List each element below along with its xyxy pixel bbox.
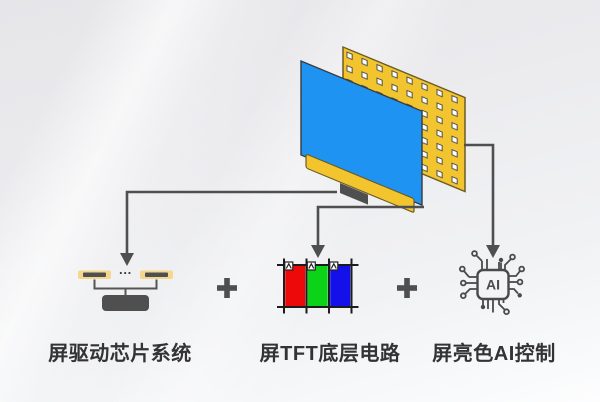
plus-icon (397, 278, 417, 298)
rgb-subpixel-icon (277, 258, 359, 314)
label-ai-control: 屏亮色AI控制 (432, 343, 556, 365)
tft-transistor-mark (284, 261, 294, 271)
ai-chip-body (476, 268, 510, 301)
driver-chip-icon: ··· (78, 266, 173, 311)
down-arrow-icon (311, 245, 325, 258)
plus-icon (217, 278, 237, 298)
down-arrow-icon (120, 253, 134, 266)
subpixel-red (285, 266, 306, 306)
ai-chip-icon: AI (458, 250, 525, 316)
tft-transistor-mark (306, 261, 316, 271)
connector-line-driver (125, 190, 337, 254)
driver-chip-right-die (145, 272, 168, 277)
tft-transistor-mark (329, 261, 339, 271)
driver-bracket-lines (93, 279, 158, 290)
label-driver-system: 屏驱动芯片系统 (48, 343, 192, 365)
driver-chip-left-die (83, 272, 106, 277)
ai-chip-label: AI (486, 277, 500, 293)
down-arrow-icon (486, 245, 500, 258)
subpixel-green (307, 266, 328, 306)
connector-line-ai (464, 143, 495, 246)
tv-stand-group (340, 183, 368, 205)
driver-controller-block (102, 295, 149, 311)
label-tft-circuit: 屏TFT底层电路 (259, 343, 401, 365)
subpixel-blue (330, 266, 351, 306)
connector-line-tft (316, 205, 424, 246)
driver-ellipsis: ··· (119, 266, 132, 281)
tv-stand (340, 183, 368, 205)
